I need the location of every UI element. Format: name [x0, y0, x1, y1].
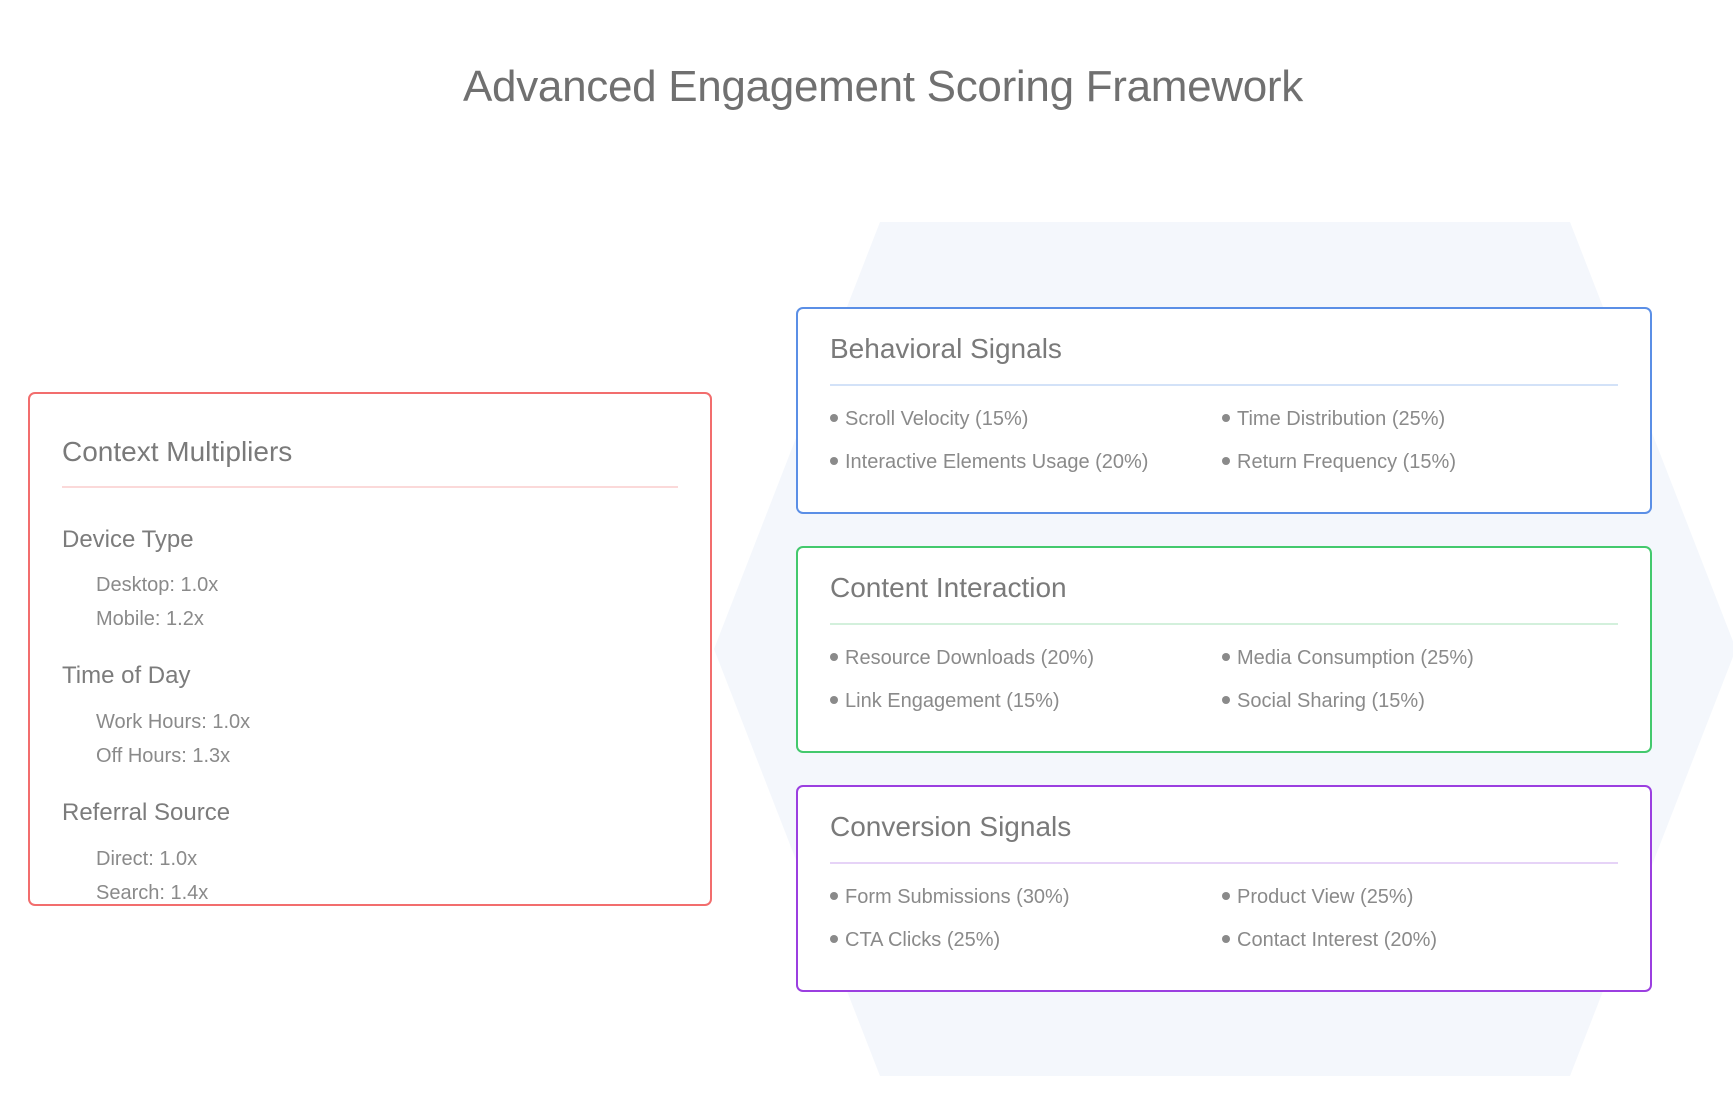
context-multipliers-title: Context Multipliers [62, 436, 293, 467]
behavioral-divider [830, 384, 1618, 386]
signal-item: Scroll Velocity (15%) [830, 408, 1028, 431]
group-title-time-of-day: Time of Day [62, 662, 191, 689]
content-divider [830, 623, 1618, 625]
behavioral-signals-card: Behavioral Signals Scroll Velocity (15%)… [796, 307, 1652, 514]
conversion-signals-card: Conversion Signals Form Submissions (30%… [796, 785, 1652, 992]
signal-item: Form Submissions (30%) [830, 886, 1070, 909]
signal-item: Resource Downloads (20%) [830, 647, 1094, 670]
multiplier-item: Direct: 1.0x [96, 848, 198, 870]
content-interaction-card: Content Interaction Resource Downloads (… [796, 546, 1652, 753]
content-interaction-title: Content Interaction [830, 572, 1067, 603]
signal-item: Contact Interest (20%) [1222, 929, 1437, 952]
signal-item: Time Distribution (25%) [1222, 408, 1445, 431]
bullet-icon [1222, 695, 1230, 704]
bullet-icon [1222, 891, 1230, 900]
behavioral-signals-title: Behavioral Signals [830, 333, 1062, 364]
signal-item: Media Consumption (25%) [1222, 647, 1474, 670]
conversion-signals-title: Conversion Signals [830, 811, 1072, 842]
context-multipliers-card: Context Multipliers Device Type Desktop:… [28, 392, 712, 906]
bullet-icon [830, 652, 838, 661]
bullet-icon [830, 934, 838, 943]
multiplier-item: Off Hours: 1.3x [96, 745, 231, 767]
signal-item: Product View (25%) [1222, 886, 1413, 909]
signal-item: Return Frequency (15%) [1222, 451, 1456, 474]
bullet-icon [1222, 652, 1230, 661]
conversion-divider [830, 862, 1618, 864]
signal-item: Social Sharing (15%) [1222, 690, 1425, 713]
context-divider [62, 486, 678, 488]
multiplier-item: Desktop: 1.0x [96, 574, 219, 596]
multiplier-item: Work Hours: 1.0x [96, 711, 251, 733]
bullet-icon [1222, 413, 1230, 422]
bullet-icon [830, 413, 838, 422]
group-title-referral-source: Referral Source [62, 799, 231, 826]
signal-item: Interactive Elements Usage (20%) [830, 451, 1148, 474]
multiplier-item: Mobile: 1.2x [96, 608, 204, 630]
signal-item: CTA Clicks (25%) [830, 929, 1000, 952]
multiplier-item: Search: 1.4x [96, 882, 209, 904]
group-title-device-type: Device Type [62, 526, 194, 553]
bullet-icon [830, 695, 838, 704]
signal-item: Link Engagement (15%) [830, 690, 1060, 713]
bullet-icon [830, 891, 838, 900]
bullet-icon [1222, 456, 1230, 465]
bullet-icon [830, 456, 838, 465]
page-title: Advanced Engagement Scoring Framework [462, 62, 1303, 111]
bullet-icon [1222, 934, 1230, 943]
